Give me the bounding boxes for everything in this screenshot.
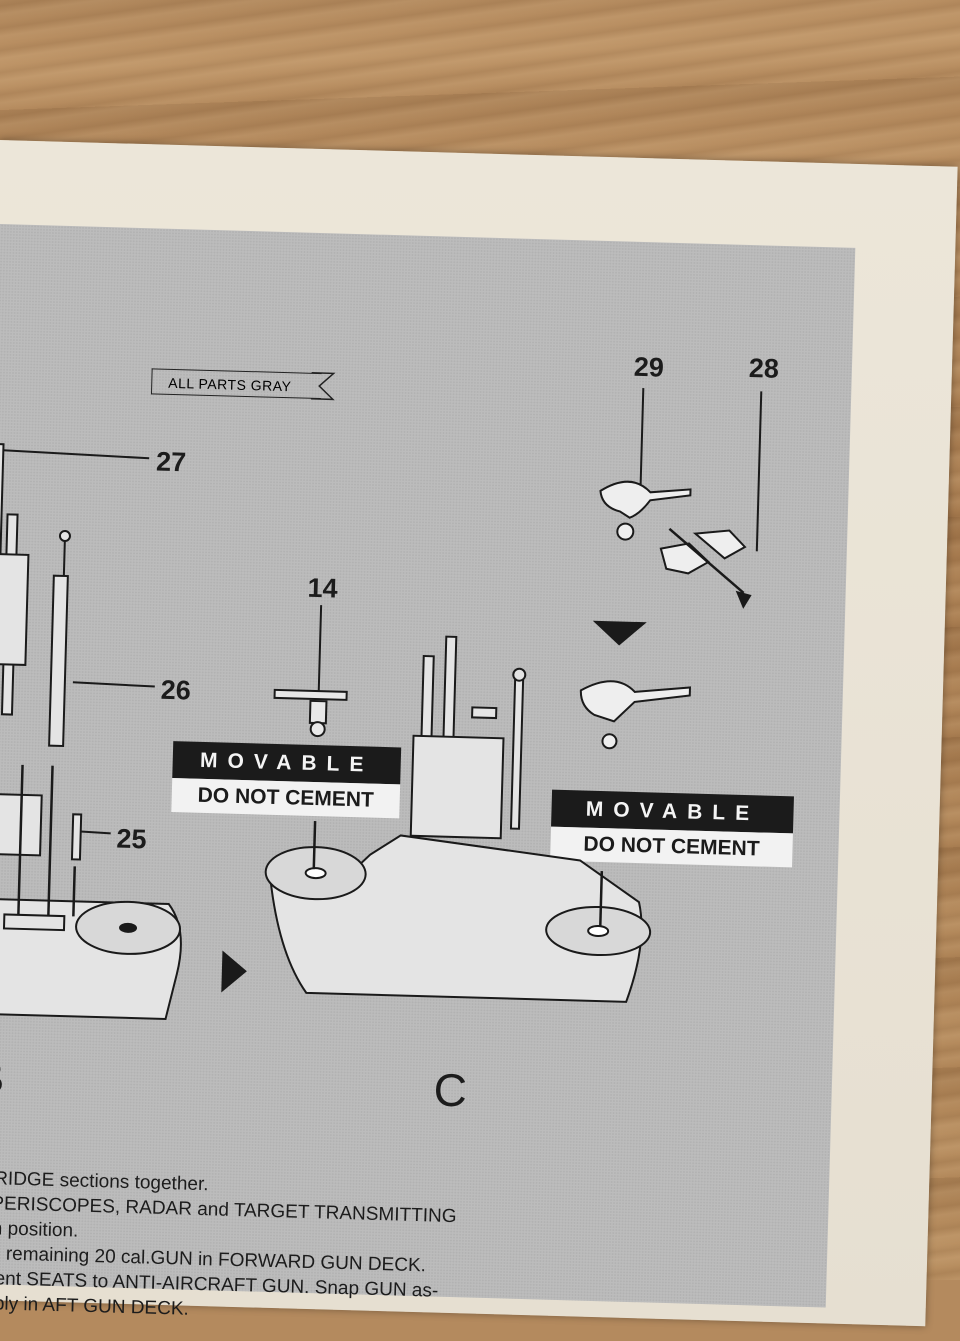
down-arrow-icon <box>592 620 647 646</box>
step-letter-b: B <box>0 1050 6 1104</box>
gun-part-14 <box>273 688 348 738</box>
bridge-assembly-c <box>264 635 652 1003</box>
anti-aircraft-gun-29 <box>579 480 692 750</box>
gray-illustration-panel: ALL PARTS GRAY 27 26 25 14 29 28 MOVABLE… <box>0 223 856 1320</box>
leader-lines <box>3 388 763 835</box>
instruction-line: S in position. <box>0 1218 79 1242</box>
instruction-sheet: ALL PARTS GRAY 27 26 25 14 29 28 MOVABLE… <box>0 140 958 1327</box>
step-letter-c: C <box>432 1063 468 1117</box>
bridge-assembly-b <box>0 442 182 1020</box>
seat-arrow-head-icon <box>735 590 752 609</box>
instruction-line: t BRIDGE sections together. <box>0 1167 209 1196</box>
insert-arrows-b <box>17 764 76 917</box>
step-arrow-icon <box>221 950 247 993</box>
assembly-diagram <box>0 388 763 1020</box>
seats-part-28 <box>659 529 747 575</box>
insert-arrows-c <box>312 821 604 928</box>
instruction-line: embly in AFT GUN DECK. <box>0 1292 190 1320</box>
tag-notch-icon <box>310 372 336 401</box>
seat-arrow <box>668 527 745 594</box>
